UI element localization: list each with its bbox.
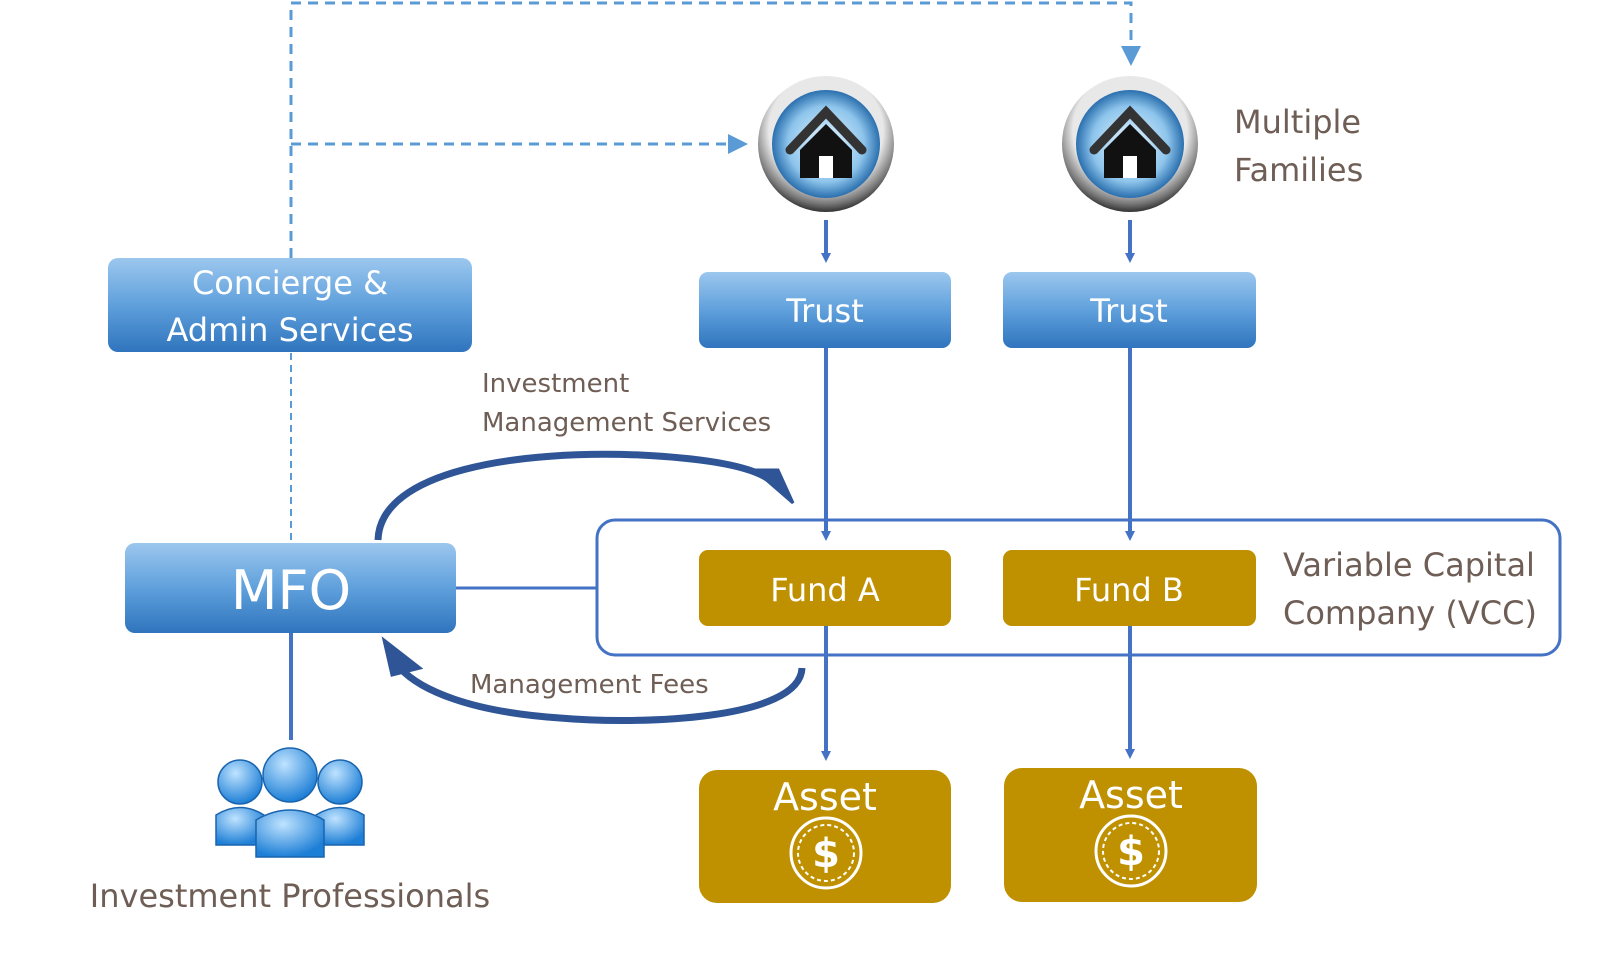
fund-b-label: Fund B	[1074, 571, 1184, 609]
vcc-label-line2: Company (VCC)	[1283, 594, 1537, 632]
asset-b-node[interactable]: Asset $	[1004, 768, 1257, 902]
asset-a-label: Asset	[773, 775, 877, 819]
arrowhead-icon	[381, 636, 424, 677]
investment-services-label-line1: Investment	[482, 369, 629, 399]
dollar-coin-icon: $	[789, 816, 863, 890]
vcc-container	[595, 518, 1562, 657]
families-label-line1: Multiple	[1234, 103, 1361, 141]
fund-a-label: Fund A	[770, 571, 880, 609]
mfo-label: MFO	[231, 559, 351, 622]
asset-b-label: Asset	[1079, 773, 1183, 817]
fund-b-node[interactable]: Fund B	[1003, 550, 1256, 626]
solid-connectors	[289, 220, 1135, 761]
families-label-line2: Families	[1234, 151, 1363, 189]
trust-b-node[interactable]: Trust	[1003, 272, 1256, 348]
svg-text:$: $	[812, 831, 840, 877]
asset-a-node[interactable]: Asset $	[699, 770, 951, 903]
investment-services-label-line2: Management Services	[482, 408, 771, 438]
trust-a-label: Trust	[785, 292, 864, 330]
arrowhead-icon	[1121, 46, 1141, 66]
trust-a-node[interactable]: Trust	[699, 272, 951, 348]
family-house-b[interactable]	[1062, 76, 1198, 212]
dashed-connectors	[289, 1, 1138, 540]
vcc-label-line1: Variable Capital	[1283, 546, 1535, 584]
trust-b-label: Trust	[1089, 292, 1168, 330]
concierge-admin-node[interactable]: Concierge & Admin Services	[108, 258, 472, 352]
services-curve-arrow	[374, 450, 773, 541]
mfo-node[interactable]: MFO	[125, 543, 456, 633]
arrowhead-icon	[750, 468, 795, 505]
family-house-a[interactable]	[758, 76, 894, 212]
dollar-coin-icon: $	[1094, 814, 1168, 888]
fees-curve-arrow	[397, 665, 806, 725]
concierge-label-line2: Admin Services	[166, 311, 413, 349]
people-group-icon	[215, 747, 365, 858]
svg-text:$: $	[1117, 829, 1145, 875]
concierge-label-line1: Concierge &	[192, 264, 388, 302]
fund-a-node[interactable]: Fund A	[699, 550, 951, 626]
management-fees-label: Management Fees	[470, 670, 709, 700]
professionals-label: Investment Professionals	[90, 877, 490, 915]
arrowhead-icon	[728, 134, 748, 154]
